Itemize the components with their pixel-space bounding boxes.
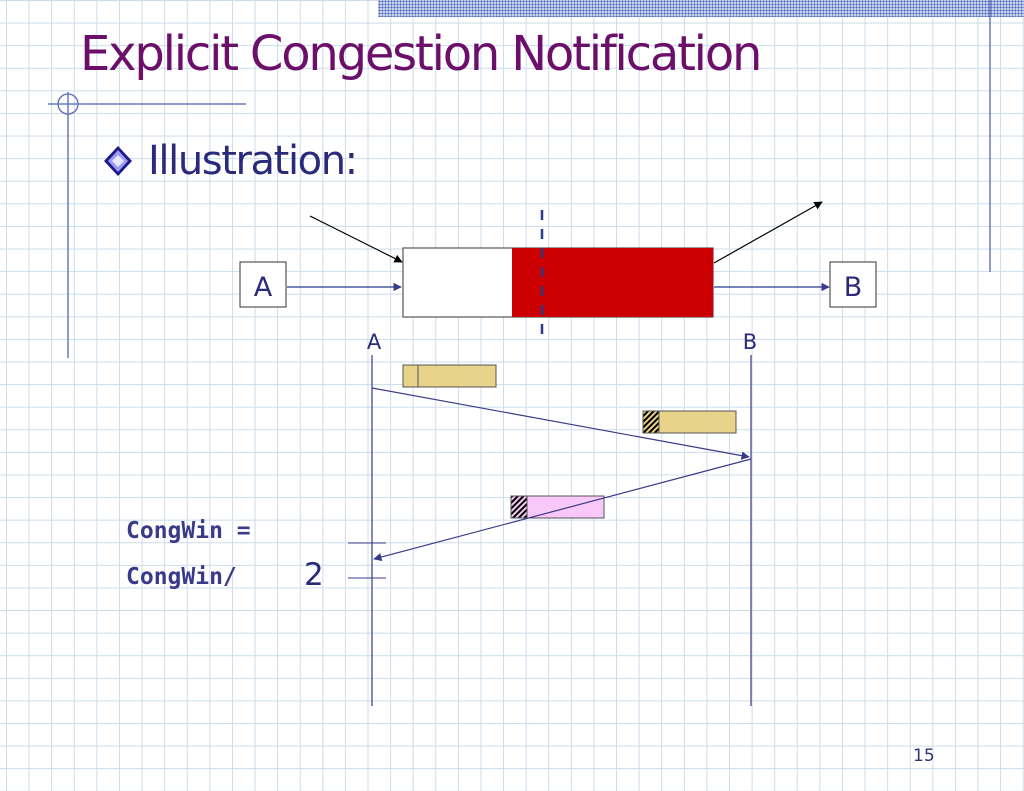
message-arrow-b-to-a <box>373 458 752 562</box>
decorative-top-band <box>378 0 1024 17</box>
timeline-sender-label: A <box>367 330 382 354</box>
sender-label: A <box>254 272 273 303</box>
congwin-label-line1: CongWin = <box>126 518 251 544</box>
congwin-label-divisor: 2 <box>304 557 324 593</box>
diamond-bullet-icon <box>104 146 132 176</box>
page-number: 15 <box>913 746 935 766</box>
packet-data-marked <box>642 410 737 434</box>
packet-data-sent <box>402 364 497 388</box>
packet-ack-marked <box>510 495 605 519</box>
router-queue <box>402 210 714 342</box>
congwin-label-line2: CongWin/ <box>126 564 237 590</box>
timeline-receiver-label: B <box>743 330 757 354</box>
slide-title: Explicit Congestion Notification <box>80 26 762 82</box>
sender-box <box>239 261 287 308</box>
bullet-illustration: Illustration: <box>148 138 358 184</box>
outgoing-arrow <box>713 201 823 264</box>
incoming-arrow <box>309 215 403 263</box>
receiver-box <box>829 261 877 308</box>
queue-filled-portion <box>512 248 713 317</box>
decorative-frame <box>48 0 991 358</box>
message-arrow-a-to-b <box>371 387 750 460</box>
receiver-label: B <box>844 272 863 303</box>
